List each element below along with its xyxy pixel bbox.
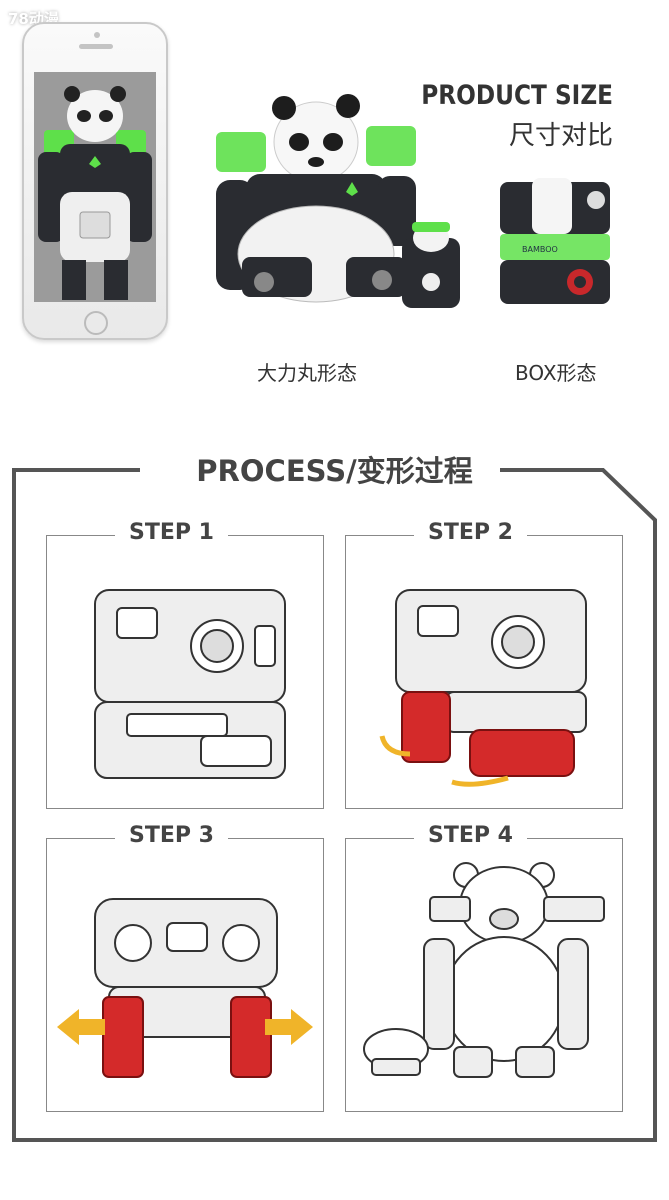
step-1-label: STEP 1 xyxy=(115,520,228,545)
step-2-red-leg-right xyxy=(469,729,575,777)
phone-speaker xyxy=(79,44,113,49)
step-2-illustration xyxy=(379,589,587,787)
phone-screen xyxy=(34,72,156,302)
box-form-caption: BOX形态 xyxy=(515,361,597,385)
step-3-red-leg-right xyxy=(230,996,272,1078)
step-3-illustration xyxy=(57,898,313,1078)
step-4-panel: STEP 4 xyxy=(345,823,623,1112)
step-3-panel: STEP 3 xyxy=(46,823,324,1112)
phone-size-reference xyxy=(22,22,168,340)
step-2-panel: STEP 2 xyxy=(345,520,623,809)
step-3-red-leg-left xyxy=(102,996,144,1078)
process-title: PROCESS/变形过程 xyxy=(196,454,473,488)
step-3-arrow-left-icon xyxy=(57,1009,105,1045)
step-3-arrow-right-icon xyxy=(265,1009,313,1045)
product-size-heading: PRODUCT SIZE 尺寸对比 xyxy=(390,80,613,152)
box-print-text: BAMBOO xyxy=(522,245,558,254)
panda-robot-form-image xyxy=(216,94,460,308)
phone-home-button xyxy=(84,311,108,335)
step-1-illustration xyxy=(94,589,286,779)
step-1-panel: STEP 1 xyxy=(46,520,324,809)
step-4-illustration xyxy=(363,862,605,1078)
robot-form-caption: 大力丸形态 xyxy=(257,361,357,385)
product-size-title-cn: 尺寸对比 xyxy=(508,121,613,151)
panda-robot-photo-small xyxy=(34,72,156,302)
step-2-red-leg-left xyxy=(401,691,451,763)
step-3-label: STEP 3 xyxy=(115,823,228,848)
step-2-rotate-arrow-bottom xyxy=(451,775,509,787)
step-4-label: STEP 4 xyxy=(414,823,527,848)
panda-box-form-image: BAMBOO xyxy=(500,178,610,304)
phone-camera xyxy=(94,32,100,38)
step-2-label: STEP 2 xyxy=(414,520,527,545)
product-size-title-en: PRODUCT SIZE xyxy=(421,80,613,111)
step-2-rotate-arrow-left xyxy=(379,735,411,757)
